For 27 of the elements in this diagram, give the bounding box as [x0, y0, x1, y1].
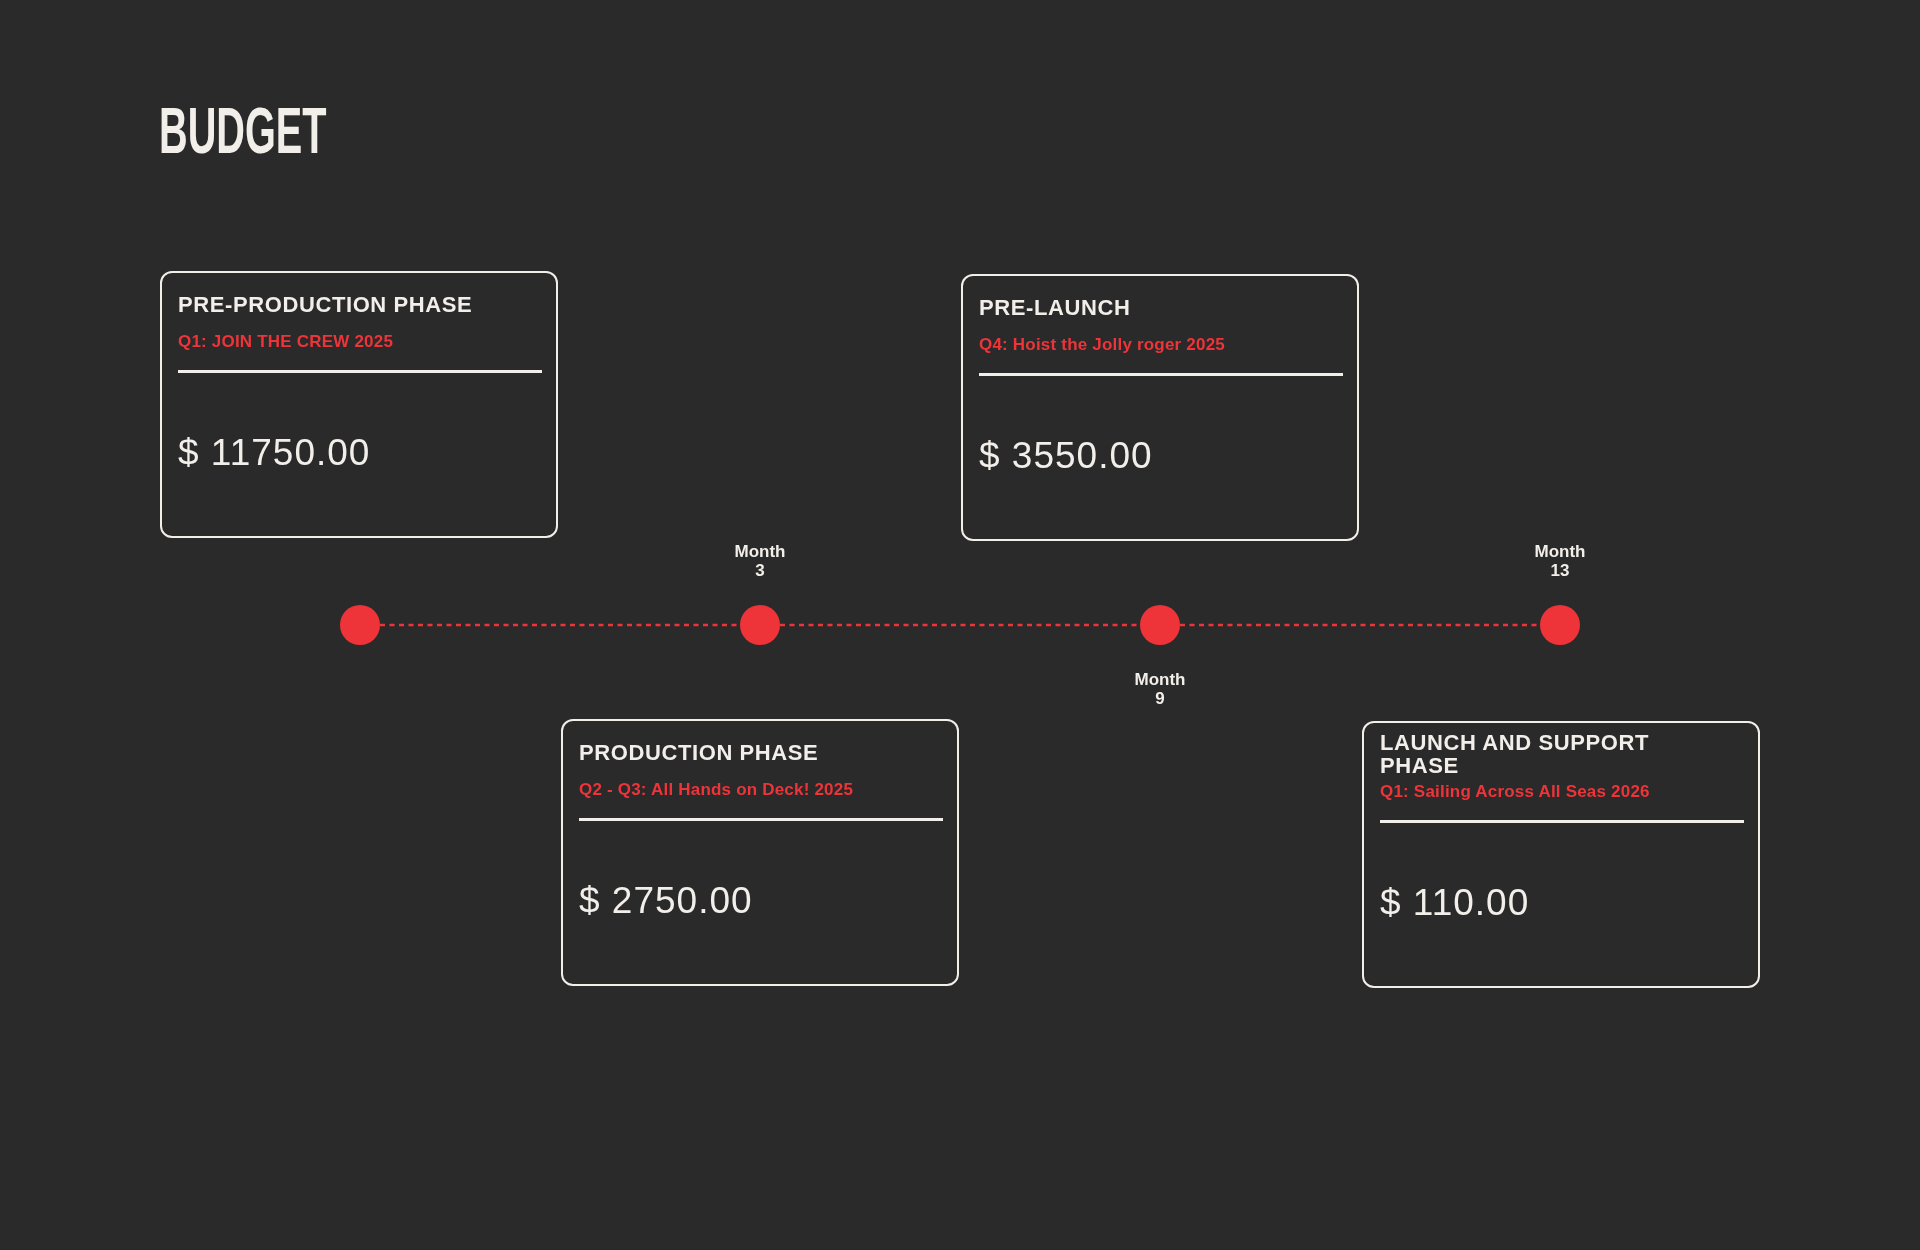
month-label: Month 13 — [1533, 542, 1587, 580]
phase-card — [160, 271, 558, 538]
page-title: BUDGET — [159, 96, 327, 166]
phase-subtitle: Q1: JOIN THE CREW 2025 — [178, 331, 394, 352]
timeline-dot — [1140, 605, 1180, 645]
phase-card — [961, 274, 1359, 541]
phase-subtitle: Q1: Sailing Across All Seas 2026 — [1380, 781, 1650, 802]
timeline-connector — [380, 623, 740, 627]
phase-heading: LAUNCH AND SUPPORT PHASE — [1380, 731, 1651, 777]
budget-amount: $ 3550.00 — [979, 434, 1153, 478]
month-label: Month 3 — [733, 542, 787, 580]
phase-card — [561, 719, 959, 986]
phase-subtitle: Q2 - Q3: All Hands on Deck! 2025 — [579, 779, 854, 800]
budget-amount: $ 110.00 — [1380, 881, 1530, 925]
phase-card — [1362, 721, 1760, 988]
budget-amount: $ 2750.00 — [579, 879, 753, 923]
timeline-connector — [780, 623, 1140, 627]
phase-heading: PRE-PRODUCTION PHASE — [178, 292, 473, 316]
timeline-connector — [1180, 623, 1540, 627]
budget-amount: $ 11750.00 — [178, 431, 371, 475]
timeline-dot — [1540, 605, 1580, 645]
timeline-dot — [740, 605, 780, 645]
phase-heading: PRE-LAUNCH — [979, 295, 1131, 319]
phase-heading: PRODUCTION PHASE — [579, 740, 819, 764]
timeline-dot — [340, 605, 380, 645]
phase-subtitle: Q4: Hoist the Jolly roger 2025 — [979, 334, 1225, 355]
month-label: Month 9 — [1133, 670, 1187, 708]
